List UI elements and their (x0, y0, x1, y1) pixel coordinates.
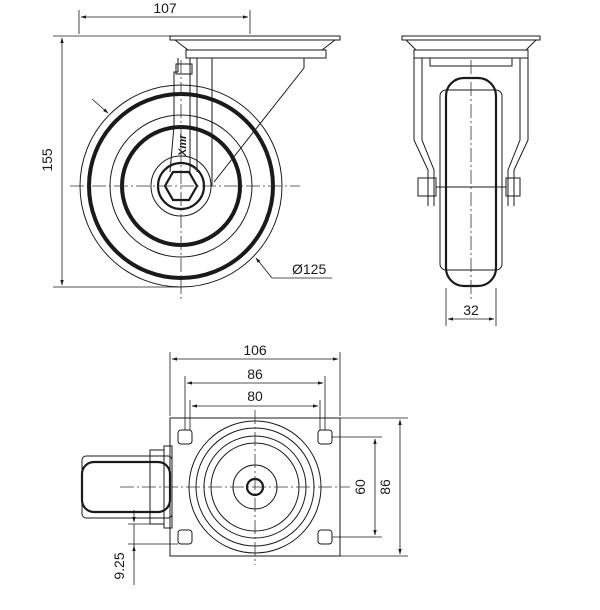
dim-60-label: 60 (352, 479, 368, 495)
dim-155-label: 155 (39, 148, 55, 172)
dim-107-label: 107 (153, 0, 177, 16)
top-view: 106 86 80 60 86 9.25 (80, 342, 408, 585)
front-swivel-race (413, 49, 529, 59)
fork-front-edge (213, 58, 305, 183)
brand-logo: Xmr (177, 134, 189, 157)
front-top-plate-bevel (405, 39, 537, 51)
front-axle-nut-left (417, 177, 437, 197)
mount-hole-bottom-right (317, 529, 333, 545)
dim-80-label: 80 (247, 388, 263, 404)
side-view: Xmr 107 155 Ø125 (39, 0, 341, 300)
fork-back-edge (169, 58, 179, 173)
dim-106-label: 106 (243, 342, 267, 358)
side-top-plate-bevel (174, 39, 336, 51)
dim-diameter-label: Ø125 (292, 261, 326, 277)
front-view: 32 (401, 35, 541, 326)
front-fork-left-inner (421, 58, 435, 206)
side-swivel-race (185, 49, 327, 59)
dim-diameter-arrow-bottom (255, 257, 273, 279)
fork-kingpin-block (175, 63, 193, 75)
front-fork-right (513, 58, 529, 206)
front-top-plate (401, 35, 541, 41)
dim-diameter-arrow-top (91, 98, 109, 114)
dim-86h-label: 86 (247, 366, 263, 382)
front-fork-left (413, 58, 429, 206)
side-top-plate (169, 35, 341, 41)
mount-hole-bottom-left (177, 529, 193, 545)
mount-hole-top-left (177, 429, 193, 445)
dim-925-label: 9.25 (111, 552, 127, 579)
dim-32-label: 32 (463, 302, 479, 318)
dim-86v-label: 86 (377, 479, 393, 495)
front-fork-right-inner (507, 58, 521, 206)
mount-hole-top-right (317, 429, 333, 445)
